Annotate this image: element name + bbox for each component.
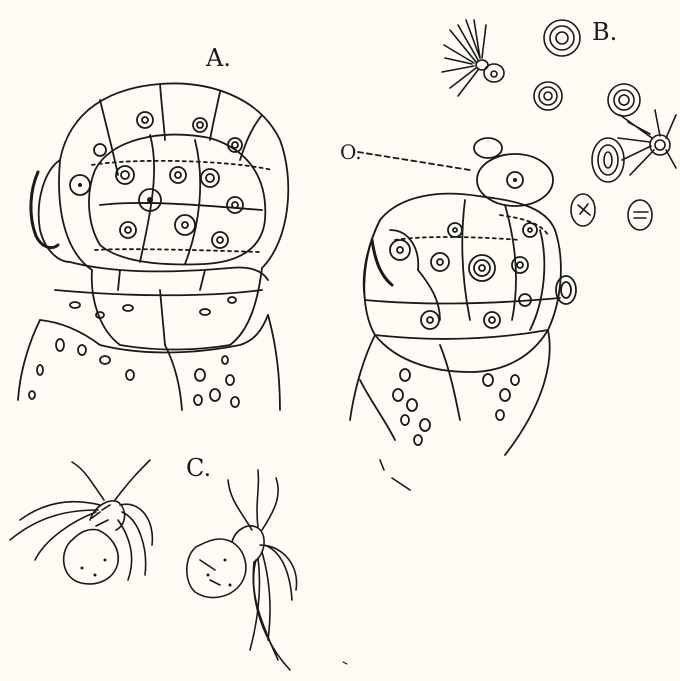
- spermatozoid-ciliated-2: [618, 110, 676, 175]
- panel-b-spermatozoids: [442, 20, 676, 230]
- spermatozoid-c-2: [187, 470, 297, 670]
- spermatozoid-spiral-5: [571, 194, 595, 226]
- pointer-o-line: [358, 152, 470, 170]
- panel-a-antheridium: [18, 83, 288, 410]
- spermatozoid-spiral-4: [592, 138, 624, 182]
- stray-mark: [343, 662, 347, 664]
- spermatozoid-spiral-3: [608, 84, 640, 116]
- spermatozoid-c-1: [10, 460, 152, 584]
- panel-b-dehiscing-antheridium: [350, 138, 576, 490]
- spermatozoid-ciliated-1: [442, 20, 504, 96]
- antheridium-a-outline: [59, 83, 288, 349]
- label-panel-b: B.: [592, 20, 617, 44]
- panel-c-spermatozoids: [10, 460, 297, 670]
- label-panel-a: A.: [206, 46, 231, 70]
- spermatozoid-spiral-1: [544, 20, 580, 56]
- label-pointer-o: O.: [340, 142, 362, 162]
- spermatozoid-spiral-2: [534, 82, 562, 110]
- label-panel-c: C.: [186, 456, 211, 480]
- spermatozoid-spiral-6: [628, 200, 652, 230]
